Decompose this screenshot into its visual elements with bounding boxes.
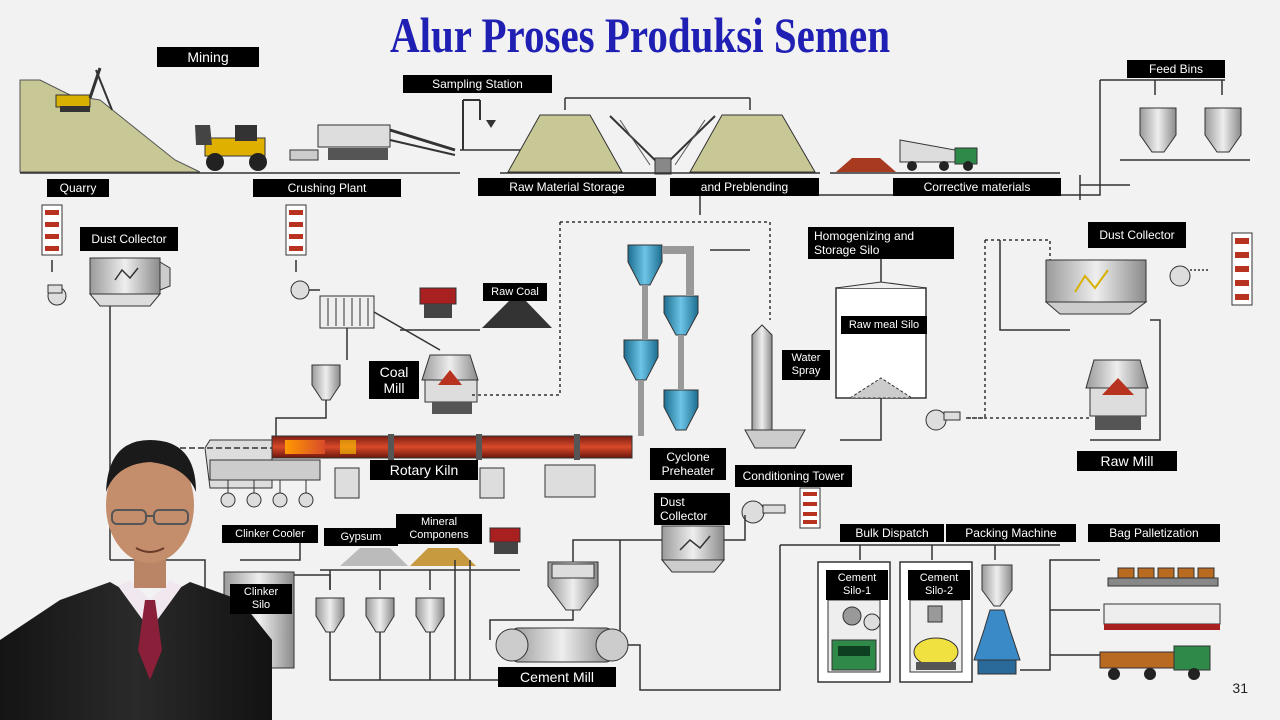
fan-icon xyxy=(290,280,320,300)
label-quarry: Quarry xyxy=(47,179,109,197)
label-feed-bins: Feed Bins xyxy=(1127,60,1225,78)
coal-mill-icon xyxy=(373,311,479,414)
label-and-preblending: and Preblending xyxy=(670,178,819,196)
loader-icon xyxy=(195,125,267,171)
label-packing-machine: Packing Machine xyxy=(946,524,1076,542)
label-cyclone-preheater: Cyclone Preheater xyxy=(650,448,726,480)
mineral-pile xyxy=(410,548,476,566)
conditioning-tower-icon xyxy=(710,249,806,449)
label-cement-mill: Cement Mill xyxy=(498,667,616,687)
label-mineral-componens: Mineral Componens xyxy=(396,514,482,544)
label-coal-mill: Coal Mill xyxy=(369,361,419,399)
label-raw-meal-silo: Raw meal Silo xyxy=(841,316,927,334)
label-bag-palletization: Bag Palletization xyxy=(1088,524,1220,542)
label-raw-coal: Raw Coal xyxy=(483,283,547,301)
mineral-truck-icon xyxy=(489,527,521,554)
label-water-spray: Water Spray xyxy=(782,350,830,380)
stack-icon xyxy=(41,204,63,272)
label-corrective-materials: Corrective materials xyxy=(893,178,1061,196)
label-gypsum: Gypsum xyxy=(324,528,398,546)
additive-hoppers xyxy=(315,560,500,681)
packing-machine-icon xyxy=(973,559,1080,675)
label-bulk-dispatch: Bulk Dispatch xyxy=(840,524,944,542)
label-clinker-silo: Clinker Silo xyxy=(230,584,292,614)
coal-filter-icon xyxy=(319,295,375,360)
dust-collector-icon xyxy=(47,257,171,307)
fan-icon xyxy=(741,500,786,524)
crusher-icon xyxy=(289,124,456,161)
raw-coal-pile xyxy=(482,300,552,328)
label-conditioning-tower: Conditioning Tower xyxy=(735,465,852,487)
label-dust-collector-mid: Dust Collector xyxy=(654,493,730,525)
corrective-material-pile xyxy=(836,158,896,172)
fan-icon xyxy=(925,409,961,431)
kiln-icon xyxy=(180,434,633,499)
label-clinker-cooler: Clinker Cooler xyxy=(222,525,318,543)
stack-icon xyxy=(1231,232,1253,306)
label-sampling-station: Sampling Station xyxy=(403,75,552,93)
dust-collector-icon xyxy=(966,239,1210,419)
gypsum-pile xyxy=(340,548,408,566)
label-dust-collector-right: Dust Collector xyxy=(1088,222,1186,248)
cyclone-icon xyxy=(623,244,699,436)
quarry-hill xyxy=(19,79,201,173)
cement-mill-icon xyxy=(495,545,781,691)
label-rotary-kiln: Rotary Kiln xyxy=(370,460,478,480)
label-crushing-plant: Crushing Plant xyxy=(253,179,401,197)
slide-title: Alur Proses Produksi Semen xyxy=(389,7,891,63)
label-cement-silo-1: Cement Silo-1 xyxy=(826,570,888,600)
label-cement-silo-2: Cement Silo-2 xyxy=(908,570,970,600)
person-photo xyxy=(0,440,272,720)
clinker-cooler-fans xyxy=(220,480,314,508)
coal-hopper-icon xyxy=(275,364,341,445)
label-raw-mill: Raw Mill xyxy=(1077,451,1177,471)
raw-mill-icon xyxy=(966,319,1161,441)
separator-icon xyxy=(489,539,620,640)
raw-meal-silo-icon xyxy=(835,256,927,441)
label-homogenizing-silo: Homogenizing and Storage Silo xyxy=(808,227,954,259)
raw-material-stockpile xyxy=(500,114,820,175)
stack-icon xyxy=(285,204,307,272)
dump-truck-icon xyxy=(899,139,978,171)
stack-icon xyxy=(799,487,821,529)
excavator-icon xyxy=(55,67,113,112)
page-number: 31 xyxy=(1232,680,1248,696)
bag-palletization-icon xyxy=(1050,559,1221,680)
raw-coal-truck-icon xyxy=(400,287,480,331)
label-raw-material-storage: Raw Material Storage xyxy=(478,178,656,196)
label-dust-collector-left: Dust Collector xyxy=(80,227,178,251)
label-mining: Mining xyxy=(157,47,259,67)
dust-collector-icon xyxy=(619,515,746,640)
